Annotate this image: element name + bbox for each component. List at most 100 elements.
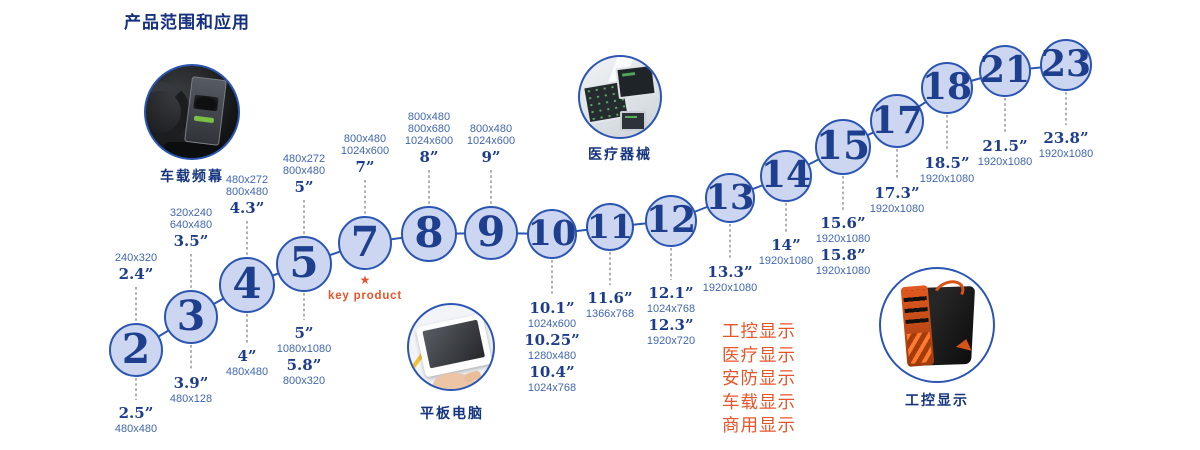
caption-medical-device: 医疗器械 — [588, 146, 652, 162]
node-number: 12 — [645, 199, 697, 241]
size-text: 8” — [419, 148, 439, 166]
node-number: 15 — [815, 122, 871, 169]
star-icon: ★ — [359, 273, 371, 287]
application-item: 商用显示 — [722, 415, 796, 435]
resolution-text: 480x272 — [282, 153, 326, 165]
size-text: 2.4” — [118, 265, 154, 283]
size-label-below: 3.9”480x128 — [131, 373, 251, 405]
size-text: 10.25” — [524, 331, 580, 349]
caption-industrial-pc: 工控显示 — [905, 392, 969, 408]
resolution-text: 1920x720 — [646, 335, 696, 347]
node-number: 4 — [232, 259, 262, 308]
page-title: 产品范围和应用 — [124, 13, 250, 33]
size-text: 15.8” — [820, 246, 866, 264]
node-number: 21 — [979, 49, 1031, 91]
size-text: 11.6” — [587, 289, 633, 307]
size-node-5: 5 — [276, 236, 332, 292]
photo-medical-device — [578, 55, 662, 139]
photo-industrial-pc — [879, 267, 995, 383]
size-node-18: 18 — [921, 62, 973, 114]
size-node-10: 10 — [527, 209, 577, 259]
size-node-12: 12 — [645, 195, 697, 247]
resolution-text: 1024x600 — [340, 145, 390, 157]
resolution-text: 1024x600 — [527, 318, 577, 330]
size-text: 4.3” — [229, 199, 265, 217]
application-item: 车载显示 — [722, 391, 796, 412]
size-text: 23.8” — [1043, 129, 1089, 147]
size-text: 7” — [355, 158, 375, 176]
resolution-text: 1024x600 — [466, 135, 516, 147]
size-node-13: 13 — [705, 173, 755, 223]
node-number: 5 — [289, 238, 319, 287]
resolution-text: 1920x1080 — [815, 233, 871, 245]
application-list: 工控显示 医疗显示 安防显示 车载显示 商用显示 — [722, 320, 796, 438]
size-text: 2.5” — [118, 404, 154, 422]
application-item: 医疗显示 — [722, 344, 796, 365]
resolution-text: 1920x1080 — [977, 156, 1033, 168]
tablet-screen-shape — [422, 319, 486, 369]
resolution-text: 1920x1080 — [702, 282, 758, 294]
caption-car-display: 车载频幕 — [160, 168, 224, 184]
size-text: 18.5” — [924, 154, 970, 172]
resolution-text: 480x128 — [169, 393, 213, 405]
key-product-label: key product — [328, 290, 402, 302]
size-text: 21.5” — [982, 137, 1028, 155]
size-node-17: 17 — [870, 94, 924, 148]
resolution-text: 800x320 — [282, 375, 326, 387]
resolution-text: 240x320 — [114, 252, 158, 264]
resolution-text: 1920x1080 — [919, 173, 975, 185]
size-label-below: 2.5”480x480 — [76, 403, 196, 435]
resolution-text: 800x680 — [407, 123, 451, 135]
node-number: 2 — [121, 324, 151, 373]
size-text: 17.3” — [874, 184, 920, 202]
size-text: 12.3” — [648, 316, 694, 334]
resolution-text: 480x480 — [114, 423, 158, 435]
size-text: 4” — [237, 347, 257, 365]
car-console-shape — [164, 142, 224, 158]
node-number: 11 — [587, 206, 633, 246]
size-node-8: 8 — [401, 206, 457, 262]
photo-car-display — [144, 64, 240, 160]
size-label-below: 21.5”1920x1080 — [945, 136, 1065, 168]
green-button-shape — [193, 115, 215, 124]
resolution-text: 640x480 — [169, 219, 213, 231]
node-number: 3 — [176, 291, 206, 340]
size-node-7: 7 — [338, 216, 392, 270]
node-number: 14 — [760, 154, 812, 196]
size-text: 14” — [771, 236, 801, 254]
node-number: 18 — [921, 66, 973, 108]
size-label-below: 14”1920x1080 — [726, 235, 846, 267]
node-number: 23 — [1040, 43, 1092, 85]
resolution-text: 800x480 — [469, 123, 513, 135]
car-image-shape — [193, 94, 219, 112]
node-number: 13 — [705, 176, 755, 218]
size-node-23: 23 — [1040, 39, 1092, 91]
resolution-text: 800x480 — [225, 186, 269, 198]
size-node-15: 15 — [815, 119, 871, 175]
size-text: 5.8” — [286, 356, 322, 374]
size-node-2: 2 — [109, 323, 163, 377]
resolution-text: 800x480 — [282, 165, 326, 177]
size-label-below: 4”480x480 — [187, 346, 307, 378]
size-node-21: 21 — [979, 45, 1031, 97]
node-number: 10 — [527, 212, 577, 254]
size-text: 13.3” — [707, 263, 753, 281]
size-text: 9” — [481, 148, 501, 166]
size-node-3: 3 — [164, 290, 218, 344]
size-text: 3.9” — [173, 374, 209, 392]
size-label-below: 13.3”1920x1080 — [670, 262, 790, 294]
photo-tablet-pc — [407, 303, 495, 391]
node-number: 9 — [476, 207, 506, 256]
resolution-text: 1024x768 — [646, 303, 696, 315]
steering-wheel-icon — [146, 82, 190, 142]
node-number: 8 — [414, 208, 444, 257]
